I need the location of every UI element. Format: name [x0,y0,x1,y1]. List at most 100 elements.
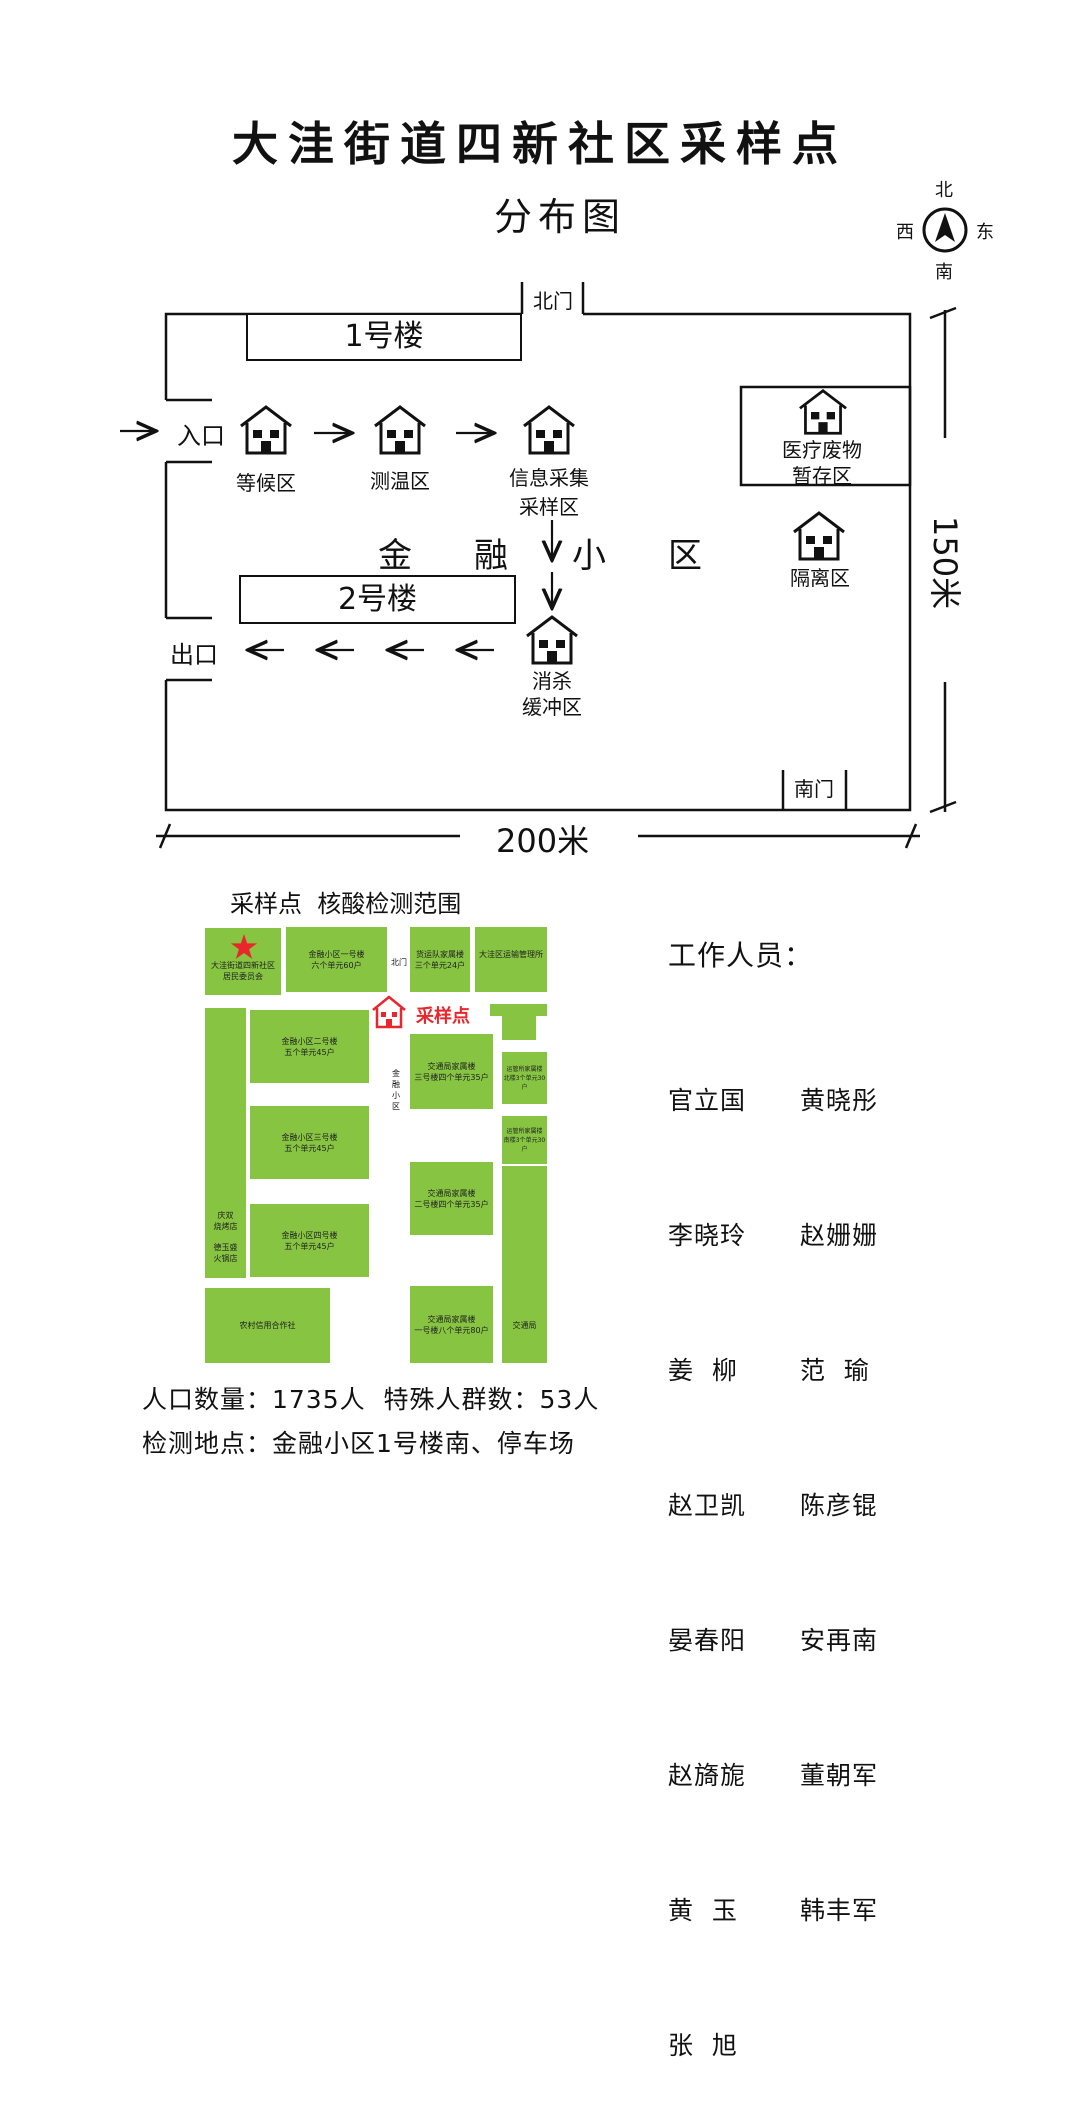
building-2: 2号楼 [239,575,516,624]
map-building1-line2: 六个单元60户 [311,960,362,970]
map-yunguan1-line1: 运管所家属楼 [506,1065,543,1073]
compass: 北 西 东 南 [890,176,1000,283]
community-char-4: 区 [668,536,702,576]
community-char-2: 融 [474,536,508,576]
testing-location-info: 检测地点：金融小区1号楼南、停车场 [142,1429,575,1458]
map-title: 采样点 核酸检测范围 [230,890,462,918]
staff-name: 官立国 [668,1086,747,1115]
map-block-traffic-bureau: 交通局 [502,1166,547,1363]
staff-name: 黄晓彤 [800,1086,879,1115]
staff-name: 晏春阳 [668,1626,747,1655]
map-road-char-2: 融 [392,1080,400,1089]
area-map: 大洼街道四新社区 居民委员会 金融小区一号楼 六个单元60户 北门 货运队家属楼… [200,920,552,1368]
map-yunguan1-line2: 北楼3个单元30户 [503,1074,546,1091]
map-committee-line1: 大洼街道四新社区 [211,960,275,970]
info-collection-label: 信息采集 采样区 [492,465,606,520]
building-1-label: 1号楼 [344,319,424,354]
compass-east-label: 东 [976,222,994,243]
map-building1-line1: 金融小区一号楼 [308,949,365,959]
compass-west-label: 西 [896,222,914,243]
disinfect-line1: 消杀 [532,669,572,693]
house-icon [793,511,845,561]
map-building3-line2: 五个单元45户 [284,1143,335,1153]
map-shop1-line1: 庆双 [217,1211,234,1220]
map-building3-line1: 金融小区三号楼 [281,1132,338,1142]
house-icon [799,389,847,435]
staff-name: 陈彦锟 [800,1491,879,1520]
staff-name: 姜 柳 [668,1356,738,1385]
medical-waste-line2: 暂存区 [792,464,852,488]
map-building4-line2: 五个单元45户 [284,1241,335,1251]
disinfect-line2: 缓冲区 [522,695,582,719]
map-block-building1: 金融小区一号楼 六个单元60户 [286,927,387,992]
map-block-building2: 金融小区二号楼 五个单元45户 [250,1010,369,1083]
map-block-traffic1: 交通局家属楼 一号楼八个单元80户 [410,1286,493,1363]
map-cargo-line2: 三个单元24户 [414,960,466,970]
house-icon [523,405,575,455]
map-building2-line1: 金融小区二号楼 [281,1036,338,1046]
map-block-traffic2: 交通局家属楼 二号楼四个单元35户 [410,1162,493,1235]
staff-name: 张 旭 [668,2031,738,2060]
staff-name: 赵旖旎 [668,1761,747,1790]
staff-name: 董朝军 [800,1761,879,1790]
info-collection-line2: 采样区 [519,495,579,519]
map-yunguan2-line1: 运管所家属楼 [506,1127,543,1135]
map-block-shops: 庆双 烧烤店 德玉盛 火锅店 [205,1008,246,1278]
map-block-building4: 金融小区四号楼 五个单元45户 [250,1204,369,1277]
map-traffic1-line2: 一号楼八个单元80户 [414,1325,489,1335]
staff-title: 工作人员： [668,939,814,972]
sampling-house-icon [372,995,406,1029]
staff-left-list: 官立国 李晓玲 姜 柳 赵卫凯 晏春阳 赵旖旎 黄 玉 张 旭 [668,988,746,2113]
map-traffic2-line1: 交通局家属楼 [427,1188,476,1198]
building-2-label: 2号楼 [337,582,418,617]
map-road-char-3: 小 [392,1091,400,1100]
map-block-yard [490,1004,547,1016]
map-shop1-line2: 烧烤店 [213,1222,238,1231]
map-block-yunguan1: 运管所家属楼 北楼3个单元30户 [502,1052,547,1104]
medical-waste-line1: 医疗废物 [782,438,862,462]
map-block-credit: 农村信用合作社 [205,1288,330,1363]
map-road-label: 金 融 小 区 [390,1068,402,1112]
map-block-cargo: 货运队家属楼 三个单元24户 [410,927,470,992]
medical-waste-label: 医疗废物 暂存区 [770,437,874,489]
community-char-3: 小 [572,536,606,576]
width-dimension-label: 200米 [496,822,590,860]
isolation-area-label: 隔离区 [790,566,850,590]
map-traffic3-line2: 三号楼四个单元35户 [414,1072,489,1082]
community-char-1: 金 [378,536,412,576]
map-north-gate-label: 北门 [391,958,407,967]
site-plan-lines [120,282,957,849]
staff-name: 安再南 [800,1626,879,1655]
south-gate-label: 南门 [794,777,834,801]
height-dimension-label: 150米 [926,516,964,610]
staff-right-list: 黄晓彤 赵姗姗 范 瑜 陈彦锟 安再南 董朝军 韩丰军 [800,988,878,1978]
map-block-traffic3: 交通局家属楼 三号楼四个单元35户 [410,1034,493,1109]
house-icon [240,405,292,455]
map-committee-line2: 居民委员会 [223,971,263,981]
temperature-area-label: 测温区 [370,469,430,493]
map-traffic3-line1: 交通局家属楼 [427,1061,476,1071]
map-block-yunguan2: 运管所家属楼 南楼3个单元30户 [502,1116,547,1164]
staff-name: 范 瑜 [800,1356,870,1385]
map-traffic2-line2: 二号楼四个单元35户 [414,1199,489,1209]
map-traffic-bureau-label: 交通局 [512,1321,537,1330]
star-icon [230,934,258,959]
house-icon [526,615,578,665]
map-block-yard-2 [502,1016,536,1040]
compass-north-label: 北 [935,180,953,201]
map-building2-line2: 五个单元45户 [284,1047,335,1057]
building-1: 1号楼 [246,313,522,361]
staff-name: 李晓玲 [668,1221,747,1250]
map-block-building3: 金融小区三号楼 五个单元45户 [250,1106,369,1179]
staff-name: 赵姗姗 [800,1221,879,1250]
map-shop2-line2: 火锅店 [213,1254,238,1263]
map-credit-label: 农村信用合作社 [239,1321,296,1330]
waiting-area-label: 等候区 [236,471,296,495]
page-title: 大洼街道四新社区采样点 [232,117,848,171]
map-cargo-line1: 货运队家属楼 [416,949,464,959]
map-shop2-line1: 德玉盛 [213,1243,238,1252]
sampling-point-label: 采样点 [416,1006,470,1027]
map-building4-line1: 金融小区四号楼 [281,1230,338,1240]
map-traffic1-line1: 交通局家属楼 [427,1314,476,1324]
map-yunguan2-line2: 南楼3个单元30户 [503,1136,546,1153]
